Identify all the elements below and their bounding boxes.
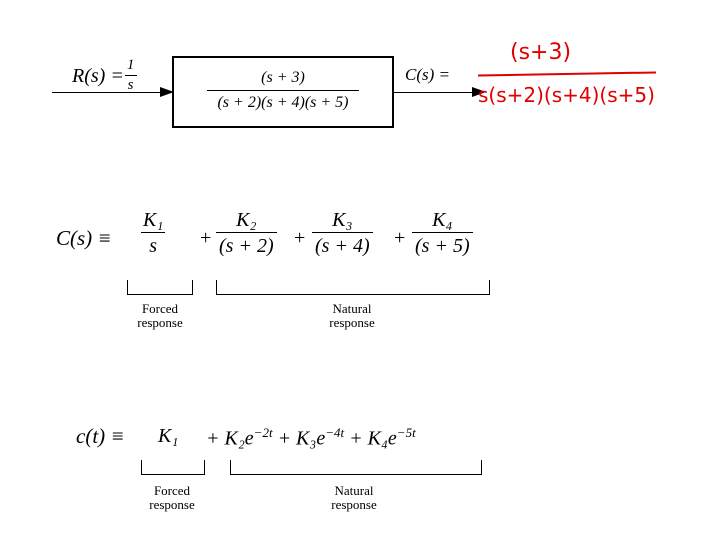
- eq2-exp2: −2t: [253, 425, 273, 440]
- input-fraction: 1 s: [124, 58, 138, 93]
- eq1-forced-line1: Forced: [141, 301, 179, 316]
- eq1-plus3: +: [394, 227, 406, 249]
- eq1-t2-num: K₂: [236, 209, 257, 231]
- handwritten-fraction-bar: [477, 71, 657, 77]
- eq1-t4-num: K₄: [432, 209, 453, 231]
- eq1-natural-line2: response: [329, 314, 375, 330]
- input-den: s: [124, 75, 137, 93]
- eq1-t1-num: K₁: [143, 209, 164, 231]
- input-lhs: R(s) =: [72, 64, 124, 87]
- input-arrowhead: [160, 87, 174, 97]
- eq1-natural-line1: Natural: [332, 301, 372, 316]
- eq1-forced-bracket: [127, 280, 193, 295]
- eq2-forced-bracket: [141, 460, 205, 475]
- eq1-t3-den: (s + 4): [312, 232, 373, 256]
- eq2-k1: K₁: [158, 425, 179, 447]
- input-arrow-line: [52, 92, 162, 93]
- eq2-k3: + K₃e: [277, 427, 326, 450]
- eq2-exp3: −4t: [325, 425, 345, 440]
- eq2-forced-line1: Forced: [153, 483, 191, 498]
- handwritten-denominator: s(s+2)(s+4)(s+5): [478, 83, 655, 107]
- output-arrowhead: [472, 87, 486, 97]
- eq1-t1-den: s: [141, 232, 166, 256]
- eq1-natural-bracket: [216, 280, 490, 295]
- eq2-k4: + K₄e: [349, 427, 397, 450]
- eq2-natural-label: Natural response: [304, 484, 404, 511]
- eq2-forced-line2: response: [149, 496, 195, 512]
- input-num: 1: [126, 57, 135, 73]
- eq1-t3-num: K₃: [332, 209, 353, 231]
- eq1-natural-label: Natural response: [302, 302, 402, 329]
- eq1-forced-line2: response: [137, 314, 183, 330]
- handwritten-numerator: (s+3): [510, 40, 572, 65]
- eq2-forced-label: Forced response: [124, 484, 220, 511]
- eq1-term4: K₄(s + 5): [412, 210, 473, 256]
- eq2-k2: + K₂e: [206, 427, 254, 450]
- input-label: R(s) = 1 s: [72, 58, 137, 93]
- eq1-plus2: +: [294, 227, 306, 249]
- output-arrow-line: [394, 92, 474, 93]
- eq2-exp4: −5t: [396, 425, 416, 440]
- eq1-t4-den: (s + 5): [412, 232, 473, 256]
- tf-numerator: (s + 3): [261, 69, 305, 86]
- eq1-lhs: C(s) ≡: [56, 226, 112, 250]
- eq1-forced-label: Forced response: [112, 302, 208, 329]
- eq2-lhs: c(t) ≡: [76, 424, 125, 448]
- eq2-natural-line1: Natural: [334, 483, 374, 498]
- output-label: C(s) =: [405, 65, 450, 84]
- eq2-natural-line2: response: [331, 496, 377, 512]
- eq1-plus1: +: [200, 227, 212, 249]
- transfer-function-block: (s + 3) (s + 2)(s + 4)(s + 5): [172, 56, 394, 128]
- tf-fraction: (s + 3) (s + 2)(s + 4)(s + 5): [174, 70, 392, 111]
- eq2-natural-terms: + K₂e−2t + K₃e−4t + K₄e−5t: [206, 426, 416, 449]
- eq1-term3: K₃(s + 4): [312, 210, 373, 256]
- tf-denominator: (s + 2)(s + 4)(s + 5): [207, 90, 359, 111]
- eq2-natural-bracket: [230, 460, 482, 475]
- eq1-t2-den: (s + 2): [216, 232, 277, 256]
- eq1-term2: K₂(s + 2): [216, 210, 277, 256]
